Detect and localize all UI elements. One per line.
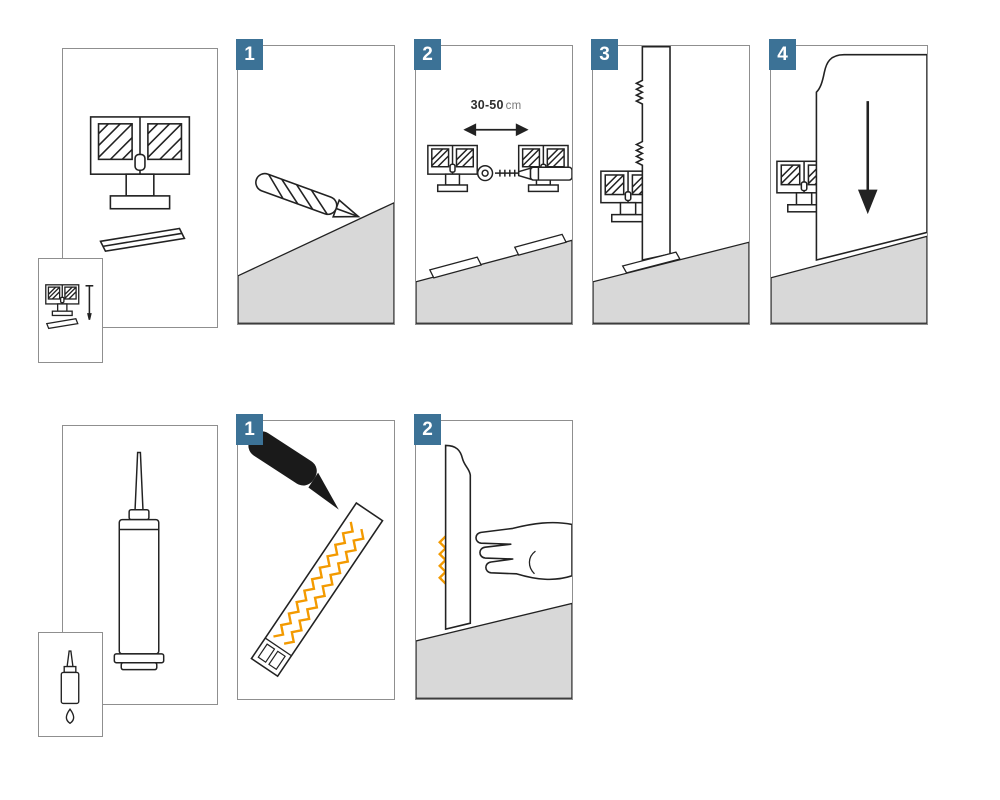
clip-inset-box: [38, 258, 103, 363]
skirting-profile: [444, 444, 472, 631]
intro-panel-clip: [38, 48, 218, 363]
intro-panel-glue: [38, 425, 218, 737]
press-to-wall-illustration: [416, 444, 572, 699]
skirting-board-diagonal: [250, 501, 384, 678]
step-panel-glue-1: 1: [236, 414, 395, 700]
step-badge: 1: [236, 39, 263, 70]
nail-icon: [85, 285, 94, 320]
hand-icon: [475, 521, 572, 581]
glue-inset-box: [38, 632, 103, 737]
apply-adhesive-illustration: [248, 431, 384, 678]
mounting-clip-illustration: [89, 116, 191, 253]
base-rail: [621, 251, 681, 274]
screw-and-washer-icon: [476, 165, 519, 182]
step-badge: 4: [769, 39, 796, 70]
step-panel-clip-4: 4: [769, 39, 928, 325]
adhesive-bead: [283, 528, 365, 645]
floor-surface: [238, 202, 394, 324]
skirting-board-front: [815, 53, 927, 262]
applicator-tool-icon: [248, 431, 339, 510]
floor-surface: [416, 239, 572, 324]
screwdriver-icon: [517, 166, 572, 181]
drill-bit-icon: [255, 172, 361, 218]
spacing-value: 30-50: [470, 98, 504, 112]
floor-surface: [416, 602, 572, 699]
hook-skirting-illustration: [593, 46, 749, 324]
spacing-arrow-icon: [463, 123, 529, 137]
thumb-line: [528, 550, 536, 575]
adhesive-bead: [438, 535, 448, 585]
screw-clips-illustration: [416, 123, 572, 324]
glue-tube-drop-icon: [60, 650, 80, 725]
floor-surface: [593, 241, 749, 324]
down-arrow-icon: [857, 101, 878, 215]
step-panel-clip-1: 1: [236, 39, 395, 325]
step-badge: 2: [414, 39, 441, 70]
adhesive-cartridge-icon: [113, 451, 165, 671]
clip-and-nail-icon: [45, 284, 94, 330]
drop-icon: [65, 708, 75, 725]
step-panel-glue-2: 2: [414, 414, 573, 700]
press-down-illustration: [771, 53, 927, 324]
mounting-clip-left: [427, 144, 478, 193]
adhesive-cartridge-illustration: [113, 451, 165, 671]
step-badge: 2: [414, 414, 441, 445]
base-rail: [99, 227, 186, 253]
drill-illustration: [238, 172, 394, 324]
adhesive-bead: [273, 521, 355, 638]
step-panel-clip-3: 3: [591, 39, 750, 325]
mounting-clip: [89, 116, 191, 253]
step-badge: 1: [236, 414, 263, 445]
step-badge: 3: [591, 39, 618, 70]
spacing-unit: cm: [505, 100, 522, 112]
base-rails: [428, 233, 568, 279]
skirting-profile: [634, 46, 671, 262]
floor-surface: [771, 235, 927, 324]
